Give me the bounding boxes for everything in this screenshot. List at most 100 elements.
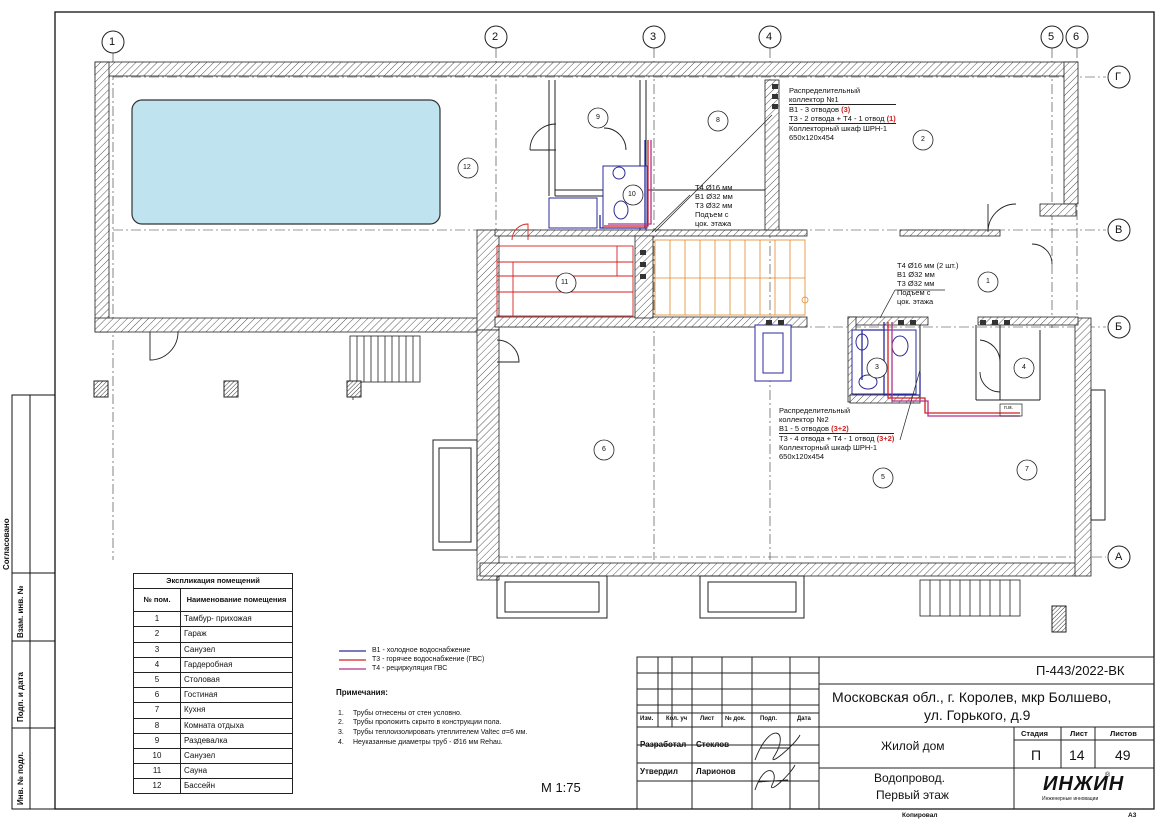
room-no: 4	[133, 656, 181, 673]
stamp-header-izm: Изм.	[640, 716, 654, 722]
room-name: Санузел	[180, 747, 293, 765]
riser2-basement: цок. этажа	[897, 297, 934, 306]
sheet-number: 14	[1069, 747, 1085, 763]
leader-lines	[651, 114, 1023, 441]
developed-label: Разработал	[640, 740, 687, 749]
legend-b1: В1 - холодное водоснабжение	[372, 647, 471, 654]
collector2-t3: Т3 - 4 отвода + Т4 - 1 отвод (3+2)	[779, 433, 895, 443]
side-label-sign-date: Подп. и дата	[16, 672, 25, 722]
note-2-num: 2.	[338, 719, 344, 726]
stage-header: Стадия	[1021, 729, 1049, 738]
columns	[93, 380, 1067, 633]
room-no: 8	[133, 717, 181, 734]
room-name: Тамбур- прихожая	[180, 611, 293, 628]
pm-label: п.м.	[1004, 405, 1013, 411]
approved-label: Утвердил	[640, 767, 678, 776]
room-no: 11	[133, 763, 181, 780]
stamp-header-list: Лист	[700, 716, 715, 722]
pipes	[599, 140, 1020, 417]
sheet-title-line2: Первый этаж	[876, 788, 949, 802]
company-logo-subtitle: Инженерные инновации	[1042, 796, 1099, 802]
room-number-10: 10	[628, 191, 636, 198]
note-3: Трубы теплоизолировать утеплителем Valte…	[353, 729, 528, 736]
building-name: Жилой дом	[881, 739, 945, 753]
stamp-header-sign: Подп.	[760, 716, 777, 722]
riser1-b1: В1 Ø32 мм	[695, 192, 733, 201]
axis-label-b: Б	[1115, 321, 1123, 333]
riser1-basement: цок. этажа	[695, 219, 732, 228]
note-1-num: 1.	[338, 710, 344, 717]
collector2-note: Распределительный коллектор №2 В1 - 5 от…	[779, 406, 895, 461]
pool	[131, 99, 441, 225]
doors	[149, 123, 1053, 393]
note-2: Трубы проложить скрыто в конструкции пол…	[353, 719, 502, 726]
collector2-line2: коллектор №2	[779, 415, 829, 424]
collector1-size: 650х120х454	[789, 133, 835, 142]
room-number-12: 12	[463, 164, 471, 171]
axis-label-4: 4	[766, 31, 773, 43]
axis-label-1: 1	[109, 36, 116, 48]
room-name: Столовая	[180, 671, 293, 689]
legend-t3: Т3 - горячее водоснабжение (ГВС)	[372, 656, 485, 663]
side-label-inv-replace: Взам. инв. №	[16, 585, 25, 639]
collector1-note: Распределительный коллектор №1 В1 - 3 от…	[789, 86, 896, 142]
developed-name: Стеклов	[696, 740, 730, 749]
room-name: Санузел	[180, 641, 293, 658]
sheets-total: 49	[1115, 747, 1131, 763]
explication-col-no: № пом.	[133, 588, 181, 613]
room-number-9: 9	[596, 114, 600, 121]
address-line1: Московская обл., г. Королев, мкр Болшево…	[832, 689, 1112, 705]
axis-label-5: 5	[1048, 31, 1055, 43]
room-name: Бассейн	[180, 778, 293, 795]
riser1-rise: Подъем с	[695, 210, 729, 219]
company-logo: ИНЖИН	[1043, 773, 1125, 795]
note-4: Неуказанные диаметры труб - Ø16 мм Rehau…	[353, 739, 503, 746]
riser1-t3: Т3 Ø32 мм	[695, 201, 733, 210]
riser2-rise: Подъем с	[897, 288, 931, 297]
collector2-size: 650х120х454	[779, 452, 825, 461]
notes-title: Примечания:	[336, 688, 388, 697]
room-name: Гостиная	[180, 687, 293, 704]
stamp-header-kol: Кол. уч	[666, 716, 688, 722]
explication-col-name: Наименование помещения	[180, 588, 293, 613]
logo-registered-icon: ®	[1105, 772, 1111, 779]
sheet-title-line1: Водопровод.	[874, 771, 945, 785]
room-no: 12	[133, 778, 181, 795]
legend-t4: Т4 - рециркуляция ГВС	[372, 665, 448, 672]
collector1-t3: Т3 - 2 отвода + Т4 - 1 отвод (1)	[789, 114, 896, 123]
title-block-lines	[636, 656, 1155, 810]
axis-label-v: В	[1115, 224, 1123, 236]
room-number-6: 6	[602, 446, 606, 453]
stairs-grey	[349, 335, 1021, 617]
room-no: 1	[133, 611, 181, 628]
room-bubbles	[457, 107, 1038, 489]
axis-bubbles	[101, 25, 1131, 569]
format-label: А3	[1128, 812, 1137, 819]
room-name: Кухня	[180, 702, 293, 719]
room-no: 3	[133, 641, 181, 658]
explication-title: Экспликация помещений	[133, 572, 293, 590]
collector1-line1: Распределительный	[789, 86, 861, 95]
collector2-cabinet: Коллекторный шкаф ШРН-1	[779, 443, 878, 452]
riser2-t4: Т4 Ø16 мм (2 шт.)	[897, 261, 959, 270]
sauna-benches	[496, 223, 634, 317]
room-number-8: 8	[716, 117, 720, 124]
note-3-num: 3.	[338, 729, 344, 736]
legend-lines	[339, 650, 366, 670]
collector-cabinets	[640, 84, 1010, 325]
stage-value: П	[1031, 747, 1042, 763]
room-name: Раздевалка	[180, 732, 293, 749]
riser2-note: Т4 Ø16 мм (2 шт.) В1 Ø32 мм Т3 Ø32 мм По…	[897, 261, 958, 306]
stairs-orange	[654, 239, 809, 316]
collector1-line2: коллектор №1	[789, 95, 839, 104]
project-code: П-443/2022-ВК	[1036, 663, 1125, 678]
room-number-4: 4	[1022, 364, 1026, 371]
